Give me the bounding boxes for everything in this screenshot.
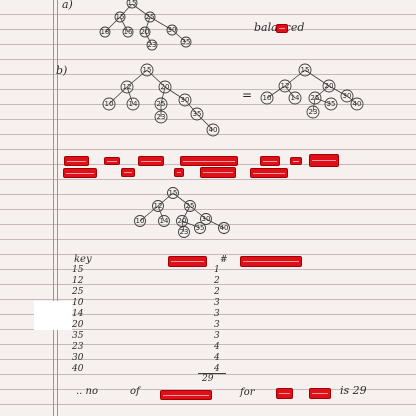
table-header-sep: #	[220, 255, 228, 265]
tree-diagram-b-right: 15 12 20 10 14 25 30 23 35 40	[260, 63, 364, 119]
redaction-box	[309, 388, 331, 399]
redaction-box	[240, 256, 302, 267]
footer-for: for	[240, 387, 255, 398]
tree-diagram-c: 15 12 25 10 14 20 30 23 35 40	[134, 187, 230, 238]
table-cell-value: 3	[214, 331, 220, 341]
part-b-label: b)	[56, 64, 68, 77]
tree-node: 20	[141, 28, 150, 36]
table-cell-value: 4	[214, 353, 220, 363]
tree-node: 12	[154, 202, 163, 210]
tree-node: 35	[182, 38, 191, 46]
tree-node: 30	[343, 92, 352, 100]
table-cell-value: 2	[214, 276, 220, 286]
tree-node: 10	[263, 94, 272, 102]
tree-node: 20	[325, 82, 334, 90]
margin-line	[53, 0, 54, 416]
margin-line	[57, 0, 58, 416]
tree-node: 25	[146, 13, 155, 21]
table-cell-value: 3	[214, 309, 220, 319]
table-cell-key: 12	[72, 276, 84, 286]
redaction-box	[160, 390, 212, 400]
tree-node: 40	[209, 126, 218, 134]
table-cell-key: 10	[72, 298, 84, 308]
table-row: 14 3	[72, 309, 272, 321]
redaction-box	[168, 256, 207, 267]
table-cell-value: 3	[214, 298, 220, 308]
footer-result: is 29	[340, 384, 367, 397]
tree-node: 16	[124, 28, 133, 36]
table-cell-key: 30	[72, 353, 84, 363]
footer-prefix: .. no	[76, 386, 98, 397]
tree-diagram-b-left: 15 12 20 10 14 25 30 23 35 40	[102, 63, 220, 137]
table-cell-key: 14	[72, 309, 84, 319]
tree-node: 15	[128, 0, 137, 7]
table-cell-key: 20	[72, 320, 84, 330]
tree-diagram-a: 15 15 25 18 16 20 30 23 35	[99, 0, 192, 51]
footer-of: of	[130, 386, 140, 397]
redaction-box	[276, 24, 288, 33]
table-cell-value: 4	[214, 342, 220, 352]
tree-node: 30	[168, 26, 177, 34]
tree-node: 12	[281, 82, 290, 90]
tree-node: 14	[129, 100, 138, 108]
tree-node: 15	[169, 189, 178, 197]
tree-node: 14	[160, 217, 169, 225]
table-cell-key: 15	[72, 265, 84, 275]
table-row: 30 4	[72, 353, 272, 365]
table-cell-key: 40	[72, 364, 84, 374]
table-row: 35 3	[72, 331, 272, 343]
redaction-box	[276, 388, 293, 399]
table-cell-key: 23	[72, 342, 84, 352]
tree-node: 35	[196, 224, 205, 232]
tree-node: 15	[116, 13, 125, 21]
table-row: 25 2	[72, 287, 272, 299]
tree-node: 25	[157, 100, 166, 108]
tree-node: 12	[123, 83, 132, 91]
tree-node: 23	[180, 228, 189, 236]
table-row: 15 1	[72, 265, 272, 277]
tree-node: 20	[161, 83, 170, 91]
table-header-key: key	[74, 254, 92, 265]
table-cell-value: 3	[214, 320, 220, 330]
tree-node: 18	[101, 28, 110, 36]
tree-node: 15	[143, 66, 152, 74]
table-total: 29	[202, 374, 214, 384]
table-row: 23 4	[72, 342, 272, 354]
table-row: 10 3	[72, 298, 272, 310]
tree-node: 23	[309, 108, 318, 116]
table-cell-value: 2	[214, 287, 220, 297]
tree-node: 40	[353, 100, 362, 108]
tree-node: 14	[291, 94, 300, 102]
tree-node: 23	[157, 113, 166, 121]
equals-sign: =	[242, 88, 253, 102]
table-cell-key: 35	[72, 331, 84, 341]
tree-node: 40	[220, 224, 229, 232]
table-row: 40 4	[72, 364, 272, 376]
tree-node: 10	[136, 217, 145, 225]
tree-node: 35	[327, 100, 336, 108]
sum-underline	[198, 373, 226, 374]
tree-node: 10	[105, 100, 114, 108]
tree-node: 30	[202, 215, 211, 223]
tree-node: 30	[181, 96, 190, 104]
tree-node: 35	[193, 110, 202, 118]
part-a-label: a)	[62, 0, 73, 11]
table-cell-key: 25	[72, 287, 84, 297]
tree-node: 25	[186, 202, 195, 210]
table-row: 20 3	[72, 320, 272, 332]
tree-node: 23	[148, 41, 157, 49]
table-row: 12 2	[72, 276, 272, 288]
table-cell-value: 1	[214, 265, 220, 275]
white-patch	[34, 301, 72, 330]
tree-node: 15	[301, 66, 310, 74]
tree-node: 20	[178, 217, 187, 225]
tree-node: 25	[311, 94, 320, 102]
table-cell-value: 4	[214, 364, 220, 374]
